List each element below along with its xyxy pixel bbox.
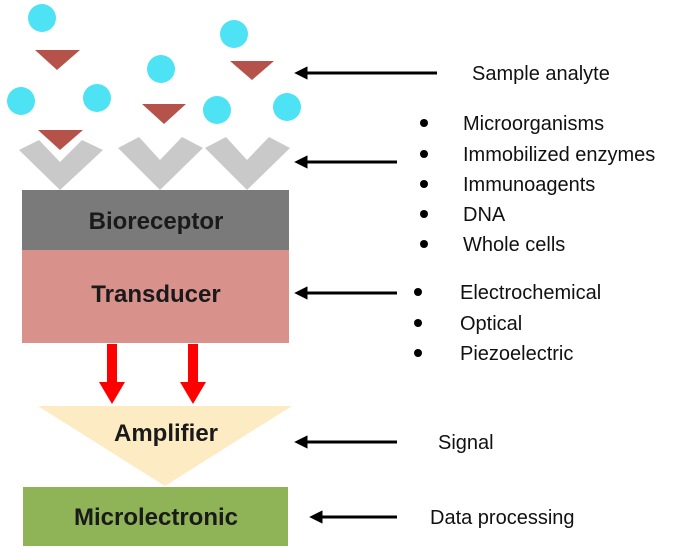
- list-item: Electrochemical: [460, 282, 601, 304]
- down-arrow-left: [99, 344, 125, 404]
- analyte-circle: [147, 55, 175, 83]
- transducer-block: [22, 250, 289, 343]
- bullet: [414, 319, 422, 327]
- bioreceptor-block: [22, 190, 289, 250]
- bullet: [414, 349, 422, 357]
- bullet: [414, 288, 422, 296]
- data-processing-label: Data processing: [430, 507, 575, 529]
- bullet: [420, 180, 428, 188]
- bullet: [420, 240, 428, 248]
- analyte-circle: [83, 84, 111, 112]
- bullet: [420, 150, 428, 158]
- analyte-circles: [7, 4, 301, 124]
- analyte-triangle: [35, 50, 80, 70]
- analyte-circle: [220, 20, 248, 48]
- transducer-label: Transducer: [91, 281, 220, 308]
- bullet: [420, 210, 428, 218]
- microelectronic-label: Microlectronic: [74, 504, 238, 531]
- sample-analyte-label: Sample analyte: [472, 63, 610, 85]
- receptor-chevron: [205, 137, 290, 190]
- analyte-triangles: [35, 50, 274, 150]
- pointer-arrows: [294, 66, 437, 524]
- analyte-circle: [273, 93, 301, 121]
- bioreceptor-types-list: Microorganisms Immobilized enzymes Immun…: [420, 113, 655, 256]
- analyte-triangle: [38, 130, 83, 150]
- analyte-circle: [28, 4, 56, 32]
- down-arrow-right: [180, 344, 206, 404]
- receptor-chevrons: [19, 137, 290, 190]
- analyte-triangle: [142, 104, 186, 124]
- receptor-chevron: [118, 137, 203, 190]
- receptor-chevron: [19, 140, 103, 190]
- list-item: Microorganisms: [463, 113, 604, 135]
- amplifier-triangle: [38, 406, 292, 486]
- analyte-triangle: [230, 61, 274, 80]
- list-item: Immunoagents: [463, 174, 595, 196]
- microelectronic-block: [23, 487, 288, 546]
- transducer-types-list: Electrochemical Optical Piezoelectric: [414, 282, 601, 365]
- amplifier-label: Amplifier: [114, 420, 218, 447]
- signal-down-arrows: [99, 344, 206, 404]
- analyte-circle: [7, 87, 35, 115]
- bioreceptor-label: Bioreceptor: [89, 208, 224, 235]
- analyte-circle: [203, 96, 231, 124]
- list-item: Piezoelectric: [460, 343, 573, 365]
- list-item: Whole cells: [463, 234, 565, 256]
- bullet: [420, 119, 428, 127]
- list-item: Optical: [460, 313, 522, 335]
- signal-label: Signal: [438, 432, 494, 454]
- list-item: DNA: [463, 204, 506, 226]
- list-item: Immobilized enzymes: [463, 144, 655, 166]
